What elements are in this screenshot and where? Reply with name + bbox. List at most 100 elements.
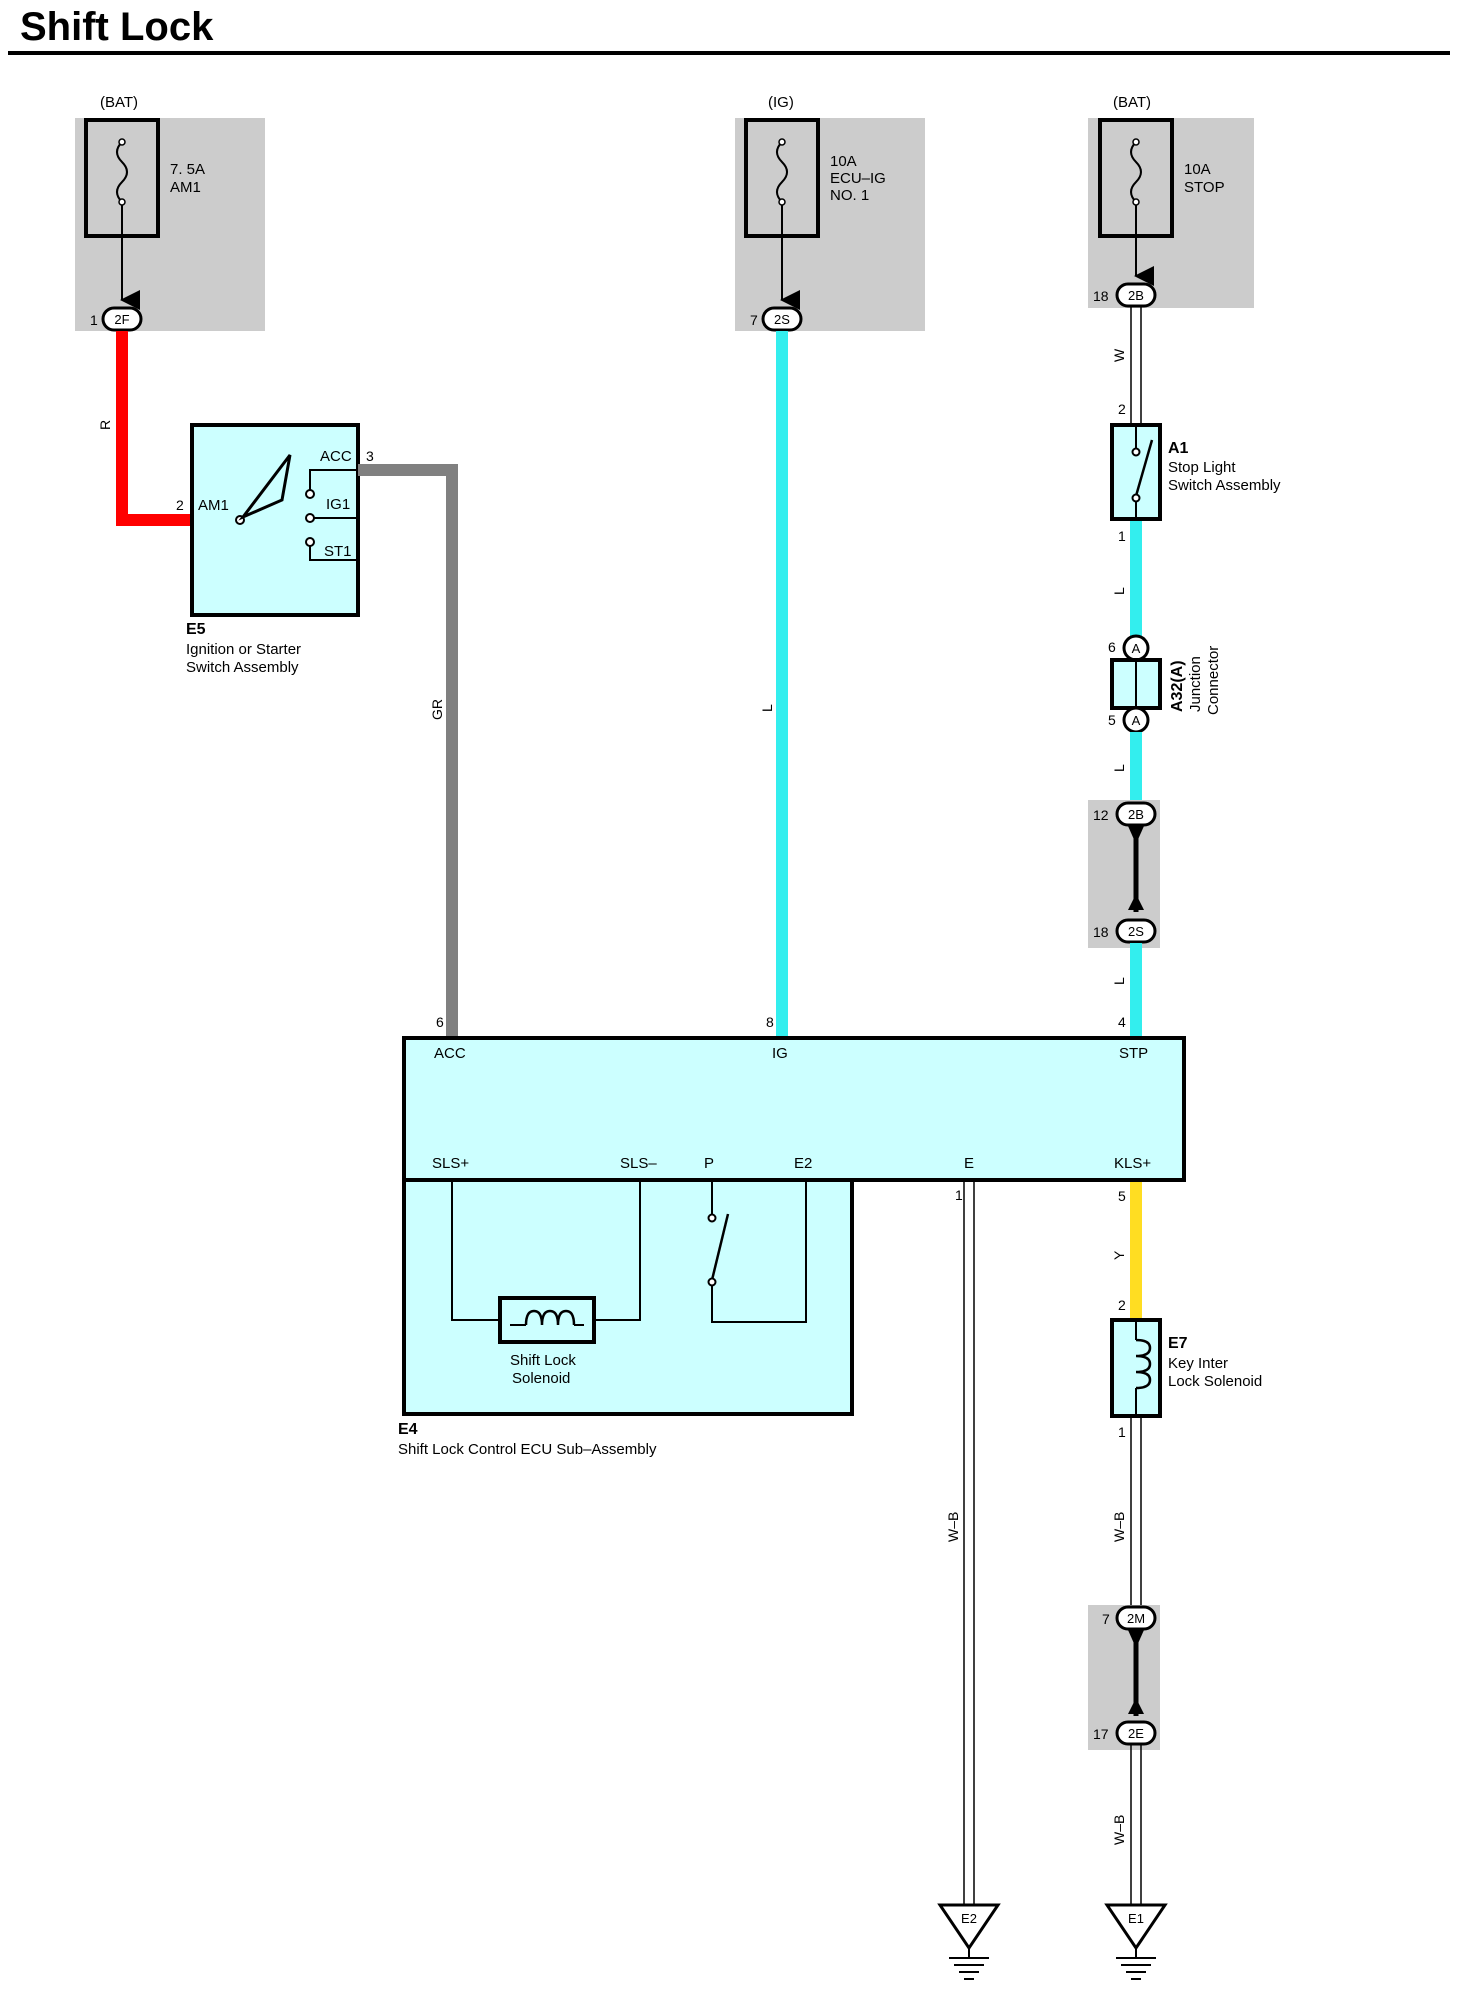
switch-blade-icon xyxy=(1134,439,1154,497)
svg-text:2: 2 xyxy=(1118,401,1126,417)
e4-id: E4 xyxy=(398,1421,418,1438)
svg-text:Stop Light: Stop Light xyxy=(1168,459,1236,476)
ground-icon xyxy=(1104,1903,1168,1951)
svg-text:2S: 2S xyxy=(1128,924,1144,939)
pin-label: 7 xyxy=(750,312,758,328)
svg-text:ACC: ACC xyxy=(434,1045,466,1062)
fuse-am1-rating: 7. 5A xyxy=(170,161,205,178)
e4-shift-lock-ecu: 6 8 4 ACC IG STP SLS+ SLS– P E2 E KLS+ S… xyxy=(398,1014,1186,1458)
e5-ignition-switch: 2 AM1 ACC 3 IG1 ST1 E5 Ignition or Start… xyxy=(176,423,374,676)
source-label-ig: (IG) xyxy=(768,94,794,111)
fuse-block-shade xyxy=(735,118,925,331)
connector-2s xyxy=(1115,918,1157,944)
svg-text:2B: 2B xyxy=(1128,807,1144,822)
wire-red xyxy=(116,331,192,526)
svg-text:8: 8 xyxy=(766,1014,774,1030)
wire-label-l: L xyxy=(1111,977,1127,985)
svg-text:AM1: AM1 xyxy=(198,497,229,514)
svg-text:10A: 10A xyxy=(1184,161,1211,178)
source-label-bat: (BAT) xyxy=(1113,94,1151,111)
fuse-stop-group: (BAT) 10A STOP 2B 18 xyxy=(1088,94,1254,308)
e5-id: E5 xyxy=(186,621,206,638)
wire-label-wb: W–B xyxy=(1111,1512,1127,1542)
wire-gray xyxy=(358,464,458,1038)
svg-text:1: 1 xyxy=(955,1187,963,1203)
svg-text:3: 3 xyxy=(366,448,374,464)
svg-text:6: 6 xyxy=(436,1014,444,1030)
e4-lower-body xyxy=(402,1178,854,1416)
ground-icon xyxy=(937,1903,1001,1951)
fuse-block-shade xyxy=(75,118,265,331)
source-label-bat: (BAT) xyxy=(100,94,138,111)
fuse-ecuig-group: (IG) 10A ECU–IG NO. 1 2S 7 xyxy=(735,94,925,332)
fuse-element-icon xyxy=(776,141,788,203)
svg-text:2: 2 xyxy=(1118,1297,1126,1313)
svg-text:P: P xyxy=(704,1155,714,1172)
wire-label-y: Y xyxy=(1111,1250,1127,1260)
coil-icon xyxy=(524,1309,576,1326)
svg-text:SLS–: SLS– xyxy=(620,1155,657,1172)
connector-2m xyxy=(1115,1605,1157,1631)
svg-text:A: A xyxy=(1132,713,1141,728)
svg-text:E1: E1 xyxy=(1128,1911,1144,1926)
pin-label: 18 xyxy=(1093,288,1109,304)
switch-wiper-icon xyxy=(238,454,292,521)
svg-text:5: 5 xyxy=(1108,712,1116,728)
e4-name: Shift Lock Control ECU Sub–Assembly xyxy=(398,1441,657,1458)
e5-name-line2: Switch Assembly xyxy=(186,659,299,676)
svg-text:10A: 10A xyxy=(830,153,857,170)
svg-text:E: E xyxy=(964,1155,974,1172)
wire-label-l: L xyxy=(1111,764,1127,772)
svg-text:STP: STP xyxy=(1119,1045,1148,1062)
svg-text:IG: IG xyxy=(772,1045,788,1062)
ground-e1: E1 xyxy=(1104,1903,1168,1980)
svg-text:E2: E2 xyxy=(794,1155,812,1172)
e5-body xyxy=(190,423,360,617)
connector-block-lower: 2M 7 2E 17 xyxy=(1088,1605,1160,1750)
connector-2b xyxy=(1115,801,1157,827)
fuse-element-icon xyxy=(116,141,128,203)
svg-text:6: 6 xyxy=(1108,639,1116,655)
svg-text:12: 12 xyxy=(1093,807,1109,823)
svg-text:2S: 2S xyxy=(774,312,790,327)
e7-key-interlock-solenoid: 2 1 E7 Key Inter Lock Solenoid xyxy=(1110,1297,1262,1440)
e7-id: E7 xyxy=(1168,1335,1188,1352)
a1-id: A1 xyxy=(1168,440,1189,457)
e5-name-line1: Ignition or Starter xyxy=(186,641,301,658)
ground-e2: E2 xyxy=(937,1903,1001,1980)
solenoid-label-line1: Shift Lock xyxy=(510,1352,576,1369)
svg-text:Lock Solenoid: Lock Solenoid xyxy=(1168,1373,1262,1390)
svg-text:Junction: Junction xyxy=(1187,656,1204,712)
a32-id: A32(A) xyxy=(1169,660,1186,712)
solenoid-label-line2: Solenoid xyxy=(512,1370,570,1387)
svg-text:2: 2 xyxy=(176,497,184,513)
a32-junction-connector: A 6 A 5 A32(A) Junction Connector xyxy=(1108,634,1222,734)
svg-text:A: A xyxy=(1132,641,1141,656)
svg-text:17: 17 xyxy=(1093,1726,1109,1742)
wire-label-wb: W–B xyxy=(1111,1815,1127,1845)
wire-label-r: R xyxy=(97,420,113,430)
park-switch-icon xyxy=(710,1213,730,1281)
svg-text:2M: 2M xyxy=(1127,1611,1145,1626)
coil-icon xyxy=(1135,1338,1152,1390)
svg-text:7: 7 xyxy=(1102,1611,1110,1627)
svg-text:Connector: Connector xyxy=(1205,646,1222,715)
wire-label-w: W xyxy=(1111,348,1127,362)
svg-text:E2: E2 xyxy=(961,1911,977,1926)
svg-text:4: 4 xyxy=(1118,1014,1126,1030)
svg-text:IG1: IG1 xyxy=(326,496,350,513)
shift-lock-solenoid xyxy=(498,1296,596,1344)
wire-label-l: L xyxy=(759,704,775,712)
svg-text:18: 18 xyxy=(1093,924,1109,940)
svg-text:2E: 2E xyxy=(1128,1726,1144,1741)
svg-text:ACC: ACC xyxy=(320,448,352,465)
connector-2f xyxy=(101,306,143,332)
pin-label: 1 xyxy=(90,312,98,328)
page-title: Shift Lock xyxy=(20,5,214,49)
svg-text:2B: 2B xyxy=(1128,288,1144,303)
svg-text:1: 1 xyxy=(1118,528,1126,544)
wire-label-gr: GR xyxy=(429,699,445,720)
svg-text:KLS+: KLS+ xyxy=(1114,1155,1151,1172)
fuse-am1-group: (BAT) 7. 5A AM1 2F 1 xyxy=(75,94,265,332)
